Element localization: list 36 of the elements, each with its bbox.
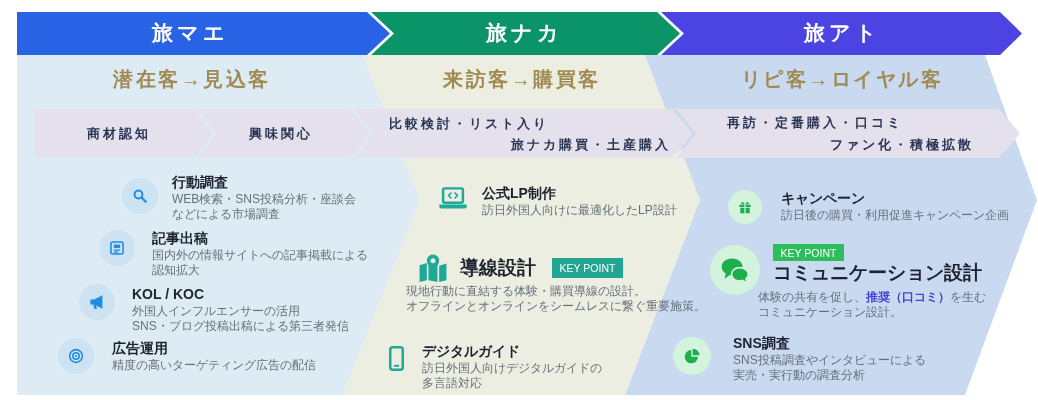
item-description: 国内外の情報サイトへの記事掲載による認知拡大 — [152, 248, 369, 278]
phase-label: 旅アト — [803, 21, 881, 45]
phase-label: 旅ナカ — [485, 21, 563, 45]
item-title: デジタルガイド — [422, 343, 520, 360]
item-description: 外国人インフルエンサーの活用 — [132, 304, 300, 319]
item-description: SNS・ブログ投稿出稿による第三者発信 — [132, 319, 349, 334]
item-title: 記事出稿 — [152, 230, 208, 247]
item-title: 行動調査 — [172, 174, 228, 191]
item-title: 公式LP制作 — [482, 185, 556, 202]
item-title: 導線設計 — [460, 256, 536, 279]
item-description: WEB検索・SNS投稿分析・座談会などによる市場調査 — [172, 192, 357, 222]
item-description: 訪日後の購買・利用促進キャンペーン企画 — [781, 208, 1009, 223]
key-point-badge: KEY POINT — [773, 244, 844, 261]
stage-heading: 来訪客→購買客 — [443, 67, 601, 91]
item-title: KOL / KOC — [132, 286, 205, 303]
key-point-badge: KEY POINT — [552, 258, 623, 278]
step-label: 比較検討・リスト入り — [389, 116, 549, 132]
step-label: 再訪・定番購入・口コミ — [727, 115, 903, 131]
stage-heading: リピ客→ロイヤル客 — [740, 67, 944, 91]
item-description: 体験の共有を促し、推奨（口コミ）を生むコミュニケーション設計。 — [758, 290, 987, 320]
item-description: オフラインとオンラインをシームレスに繋ぐ重要施策。 — [406, 299, 706, 314]
step-label: 商材認知 — [87, 126, 151, 142]
item-title: SNS調査 — [733, 335, 790, 352]
item-title: コミュニケーション設計 — [773, 261, 982, 284]
item-description: SNS投稿調査やインタビューによる実売・実行動の調査分析 — [733, 353, 927, 383]
item-title: キャンペーン — [781, 190, 865, 207]
step-label: ファン化・積極拡散 — [830, 137, 974, 153]
step-label: 旅ナカ購買・土産購入 — [511, 137, 671, 153]
step-label: 興味関心 — [249, 126, 313, 142]
stage-heading: 潜在客→見込客 — [113, 67, 271, 91]
item-title: 広告運用 — [112, 340, 168, 357]
phase-label: 旅マエ — [151, 21, 229, 45]
item-description: 精度の高いターゲティング広告の配信 — [112, 358, 316, 373]
item-description: 訪日外国人向けデジタルガイドの多言語対応 — [422, 361, 603, 391]
item-description: 現地行動に直結する体験・購買導線の設計。 — [406, 284, 646, 299]
item-description: 訪日外国人向けに最適化したLP設計 — [482, 203, 677, 218]
